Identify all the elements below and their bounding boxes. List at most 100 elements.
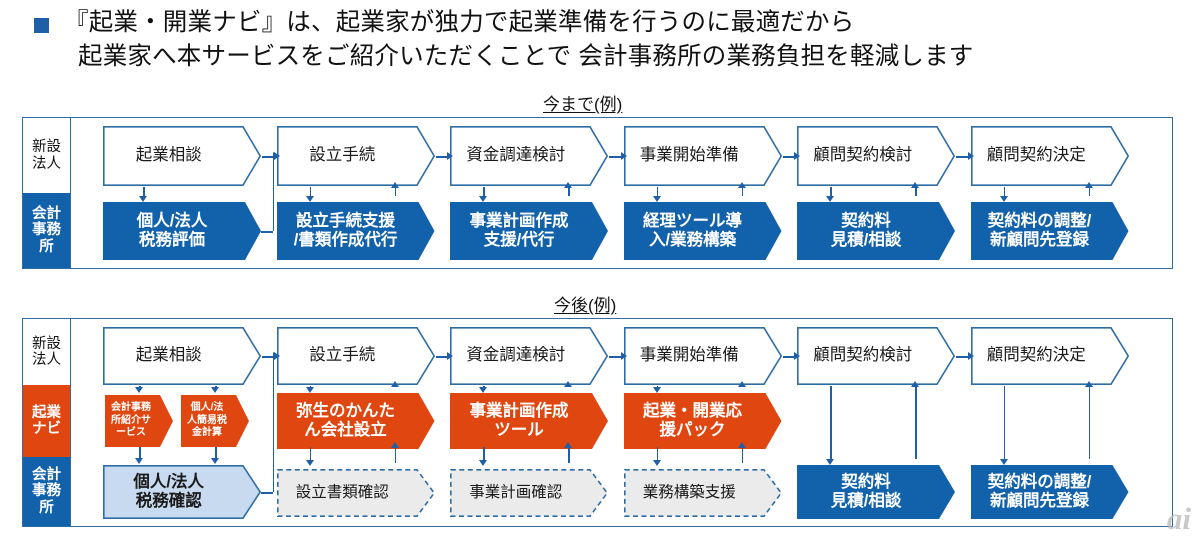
before-step-bottom-3: 事業計画作成支援/代行 <box>450 202 608 260</box>
after-conn-long-down-6-head <box>999 459 1008 465</box>
after-step-top-2-line-1: 設立手続 <box>309 346 376 365</box>
before-conn-down-2-line <box>309 187 312 197</box>
section-title-after: 今後(例) <box>554 296 617 315</box>
row-label-kigyo-navi-line-2: ナビ <box>32 421 61 437</box>
row-label-accounting-office: 会計事務所 <box>23 193 71 269</box>
before-flow-arrow-2-head <box>447 152 453 161</box>
after-step-bottom-2-line-1: 設立書類確認 <box>295 483 389 501</box>
after-navi-2: 弥生のかんたん会社設立 <box>277 393 435 449</box>
before-conn-down-1-line <box>143 187 145 197</box>
after-navi-small-1-line-2: 所紹介サ <box>110 414 151 426</box>
after-step-bottom-4: 業務構築支援 <box>623 469 782 517</box>
before-conn-down-3-head <box>479 196 488 202</box>
before-step-top-4-line-1: 事業開始準備 <box>639 146 739 165</box>
before-col1-route-h1-line <box>261 231 273 233</box>
after-step-bottom-5-label: 契約料見積/相談 <box>831 473 922 512</box>
before-step-bottom-6-label: 契約料の調整/新顧問先登録 <box>988 212 1112 251</box>
after-navi-4: 起業・開業応援パック <box>624 393 782 449</box>
before-flow-arrow-2-line <box>435 156 448 158</box>
before-step-top-2-line-1: 設立手続 <box>309 146 376 165</box>
after-conn-mid-down-4-head <box>652 460 661 466</box>
before-col1-route-head <box>272 152 279 161</box>
after-navi-3-label: 事業計画作成ツール <box>470 402 589 441</box>
after-conn-mid-down-4-line <box>656 447 659 461</box>
after-navi-small-2: 個人/法人簡易税金計算 <box>181 395 249 447</box>
before-conn-up-4-line <box>741 187 744 196</box>
before-flow-arrow-3-head <box>620 152 627 161</box>
before-conn-up-3-line <box>568 187 570 196</box>
before-conn-up-3-head <box>564 182 573 188</box>
before-step-top-5: 顧問契約検討 <box>797 126 956 186</box>
before-step-top-6-label: 顧問契約決定 <box>971 126 1129 186</box>
row-label-kigyo-navi-line-1: 起業 <box>32 404 61 421</box>
after-step-top-1-label: 起業相談 <box>103 327 261 385</box>
after-navi-3: 事業計画作成ツール <box>450 393 608 449</box>
after-conn-mid-down-3-line <box>483 447 485 461</box>
after-step-top-1-line-1: 起業相談 <box>135 346 202 365</box>
after-navi-3-line-2: ツール <box>494 421 544 439</box>
after-navi-2-label: 弥生のかんたん会社設立 <box>296 402 415 441</box>
after-conn-long-down-5-head <box>826 459 835 465</box>
after-step-bottom-4-line-1: 業務構築支援 <box>642 483 736 501</box>
after-step-top-5: 顧問契約検討 <box>797 327 956 385</box>
after-conn-mid-up-4-head <box>737 442 746 448</box>
after-navi-4-label: 起業・開業応援パック <box>643 402 762 441</box>
after-conn-long-up-5-head <box>911 381 920 387</box>
row-label-accounting-office-2-line-2: 事務 <box>32 483 61 500</box>
row-label-kigyo-navi: 起業ナビ <box>23 385 71 457</box>
before-step-top-5-line-1: 顧問契約検討 <box>813 146 913 165</box>
diagram-before-panel: 新設法人会計事務所起業相談個人/法人税務評価設立手続設立手続支援/書類作成代行資… <box>22 117 1173 269</box>
after-navi-small-1-line-1: 会計事務 <box>110 402 151 414</box>
before-flow-arrow-1-line <box>262 156 275 158</box>
before-conn-down-4-head <box>652 196 661 202</box>
after-conn-mid-down-b-head <box>211 458 220 464</box>
after-step-bottom-4-label: 業務構築支援 <box>624 469 782 517</box>
row-label-accounting-office-2-line-1: 会計 <box>32 466 61 483</box>
after-navi-2-line-1: 弥生のかんた <box>296 401 396 420</box>
before-flow-arrow-5-line <box>956 156 969 158</box>
before-step-bottom-4-line-2: 入/業務構築 <box>649 231 737 249</box>
after-step-top-2-label: 設立手続 <box>277 327 435 385</box>
after-step-top-4-line-1: 事業開始準備 <box>639 346 739 365</box>
watermark: ai <box>1166 501 1191 536</box>
after-step-bottom-6: 契約料の調整/新顧問先登録 <box>971 465 1129 519</box>
after-conn-top-down-3-head <box>479 387 488 393</box>
before-step-bottom-1-line-2: 税務評価 <box>139 231 206 249</box>
after-conn-top-up-2-head <box>390 381 399 387</box>
before-step-top-5-label: 顧問契約検討 <box>797 126 955 186</box>
after-navi-small-1-label: 会計事務所紹介サービス <box>111 402 167 440</box>
after-conn-mid-down-a-head <box>135 458 144 464</box>
before-step-top-6: 顧問契約決定 <box>970 126 1129 186</box>
row-label-accounting-office-line-1: 会計 <box>32 205 61 222</box>
before-step-bottom-4-label: 経理ツール導入/業務構築 <box>643 212 762 251</box>
after-conn-mid-up-3-head <box>564 442 573 448</box>
after-navi-4-line-2: 援パック <box>659 421 726 439</box>
after-flow-arrow-4-line <box>782 356 795 358</box>
after-conn-long-down-6-line <box>1003 386 1006 460</box>
row-label-accounting-office-line-3: 所 <box>39 238 54 255</box>
row-label-new-corp-2-line-1: 新設 <box>32 335 61 352</box>
before-col1-route-v-line <box>272 156 275 231</box>
before-conn-up-2-line <box>394 187 397 196</box>
before-step-top-4-label: 事業開始準備 <box>624 126 782 186</box>
after-navi-4-line-1: 起業・開業応 <box>643 401 743 420</box>
before-step-bottom-4: 経理ツール導入/業務構築 <box>624 202 782 260</box>
after-conn-top-up-3-head <box>564 381 573 387</box>
before-step-bottom-5-line-2: 見積/相談 <box>830 231 902 249</box>
after-flow-arrow-2-head <box>447 352 453 361</box>
after-conn-mid-up-3-line <box>568 447 570 463</box>
after-step-top-1: 起業相談 <box>103 327 262 385</box>
headline-line-1: 『起業・開業ナビ』は、起業家が独力で起業準備を行うのに最適だから <box>64 9 855 36</box>
after-col1-route-h-line <box>261 492 273 494</box>
before-flow-arrow-5-head <box>967 152 974 161</box>
after-step-top-5-line-1: 顧問契約検討 <box>813 346 913 365</box>
headline: 『起業・開業ナビ』は、起業家が独力で起業準備を行うのに最適だから 起業家へ本サー… <box>64 6 1184 74</box>
before-conn-down-5-line <box>830 187 832 197</box>
row-label-accounting-office-2-line-3: 所 <box>39 499 54 516</box>
before-conn-down-4-line <box>656 187 659 197</box>
before-conn-up-5-head <box>911 182 920 188</box>
row-label-accounting-office-2: 会計事務所 <box>23 457 71 527</box>
before-step-bottom-2: 設立手続支援/書類作成代行 <box>277 202 435 260</box>
before-step-bottom-6: 契約料の調整/新顧問先登録 <box>971 202 1129 260</box>
before-step-bottom-2-line-1: 設立手続支援 <box>296 211 396 230</box>
